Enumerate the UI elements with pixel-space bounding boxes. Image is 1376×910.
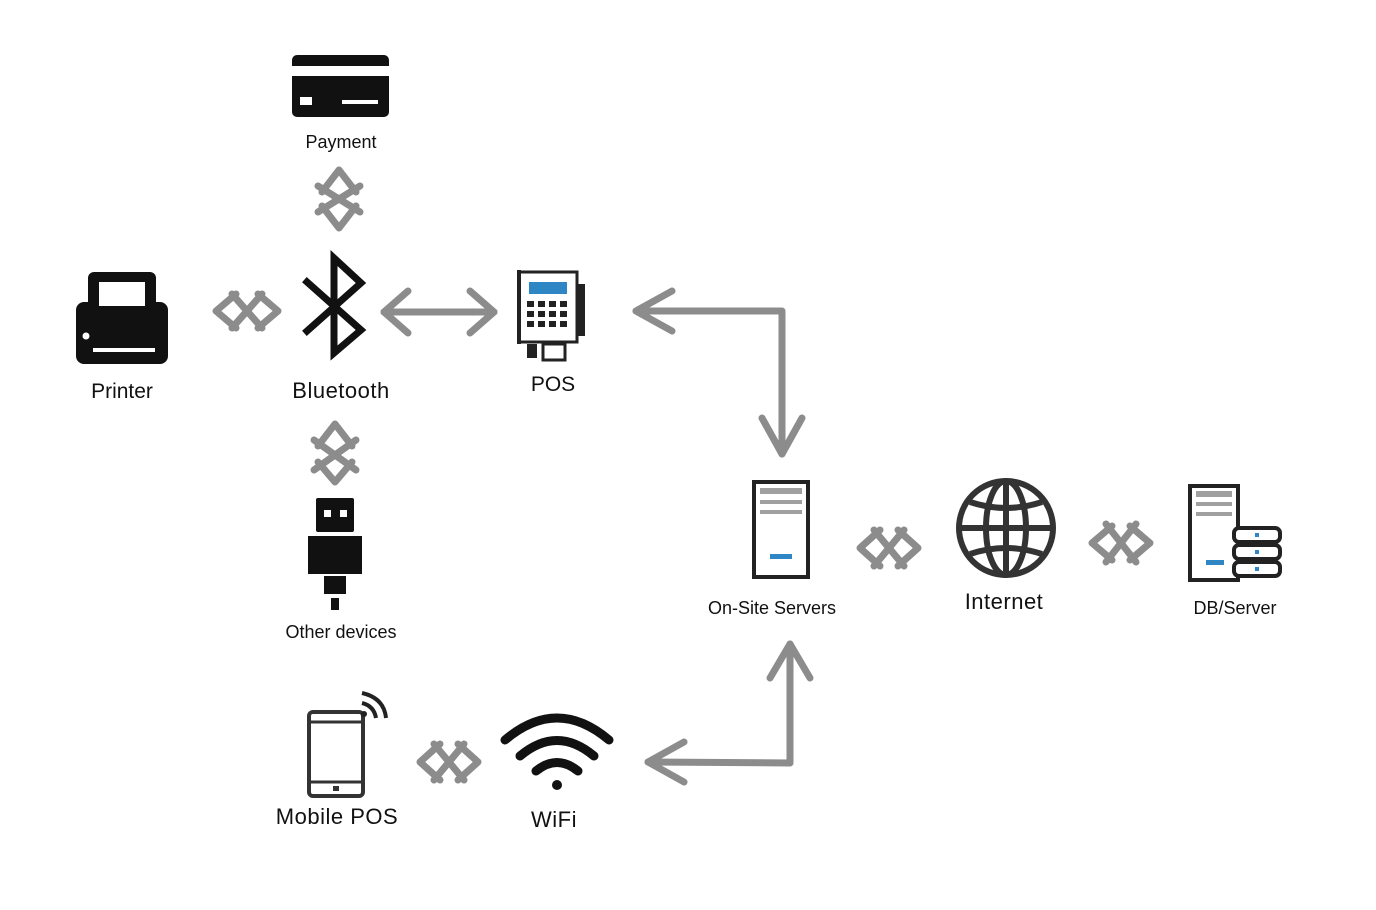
connector-onsite-internet [856,526,922,570]
printer-label: Printer [91,380,153,403]
connector-bluetooth-pos [380,287,498,337]
globe-icon [956,478,1056,578]
onsite-servers-label: On-Site Servers [708,598,836,618]
wifi-icon [500,713,614,790]
connector-mobile-wifi [416,740,482,784]
printer-icon [76,272,168,364]
connector-wifi-onsite-servers [644,640,814,786]
payment-label: Payment [305,132,376,152]
internet-label: Internet [965,589,1044,614]
server-icon [752,480,810,579]
wifi-label: WiFi [531,807,577,832]
db-server-label: DB/Server [1193,598,1276,618]
mobile-pos-label: Mobile POS [276,804,398,829]
pos-terminal-icon [517,270,585,362]
database-server-icon [1188,484,1282,582]
credit-card-icon [292,55,389,117]
pos-label: POS [531,373,575,396]
connector-internet-db [1088,520,1154,566]
bluetooth-label: Bluetooth [292,378,389,403]
connector-printer-bluetooth [212,290,282,332]
other-devices-label: Other devices [285,622,396,642]
bluetooth-icon [302,249,367,361]
connector-bluetooth-other-devices [310,420,360,486]
connector-payment-bluetooth [314,166,364,232]
mobile-phone-icon [307,691,388,798]
connector-pos-onsite-servers [632,287,806,458]
usb-icon [308,498,362,610]
